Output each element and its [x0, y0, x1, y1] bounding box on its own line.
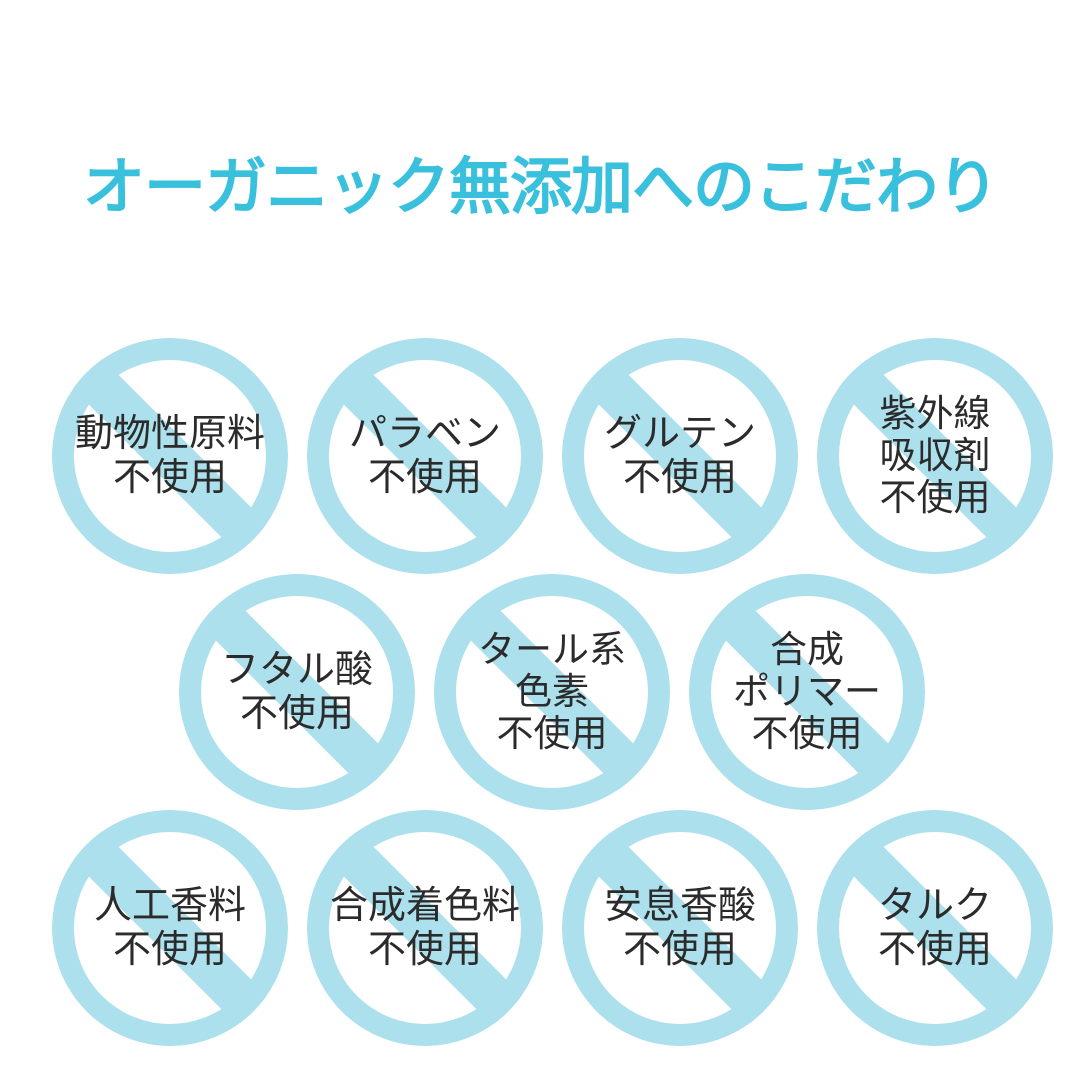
no-entry-icon — [562, 338, 798, 574]
badge-animal-ingredients: 動物性原料不使用 — [50, 336, 290, 576]
badge-label-line: タルク — [877, 884, 992, 927]
badge-label: フタル酸不使用 — [142, 572, 452, 812]
badge-talc: タルク不使用 — [815, 808, 1055, 1048]
badge-label: 合成ポリマー不使用 — [652, 572, 962, 812]
badge-gluten: グルテン不使用 — [560, 336, 800, 576]
badge-label-line: 不使用 — [367, 929, 482, 971]
badge-label: タール系色素不使用 — [397, 572, 707, 812]
badge-label-line: 合成着色料 — [329, 884, 520, 927]
badge-artificial-fragrance: 人工香料不使用 — [50, 808, 290, 1048]
no-entry-icon — [562, 810, 798, 1046]
badge-label-line: 合成 — [770, 628, 844, 670]
badge-label-line: ポリマー — [733, 670, 881, 712]
badge-label-line: 不使用 — [622, 457, 737, 499]
badge-label-line: 不使用 — [112, 929, 227, 971]
no-entry-icon — [52, 810, 288, 1046]
badge-label-line: 不使用 — [496, 713, 608, 755]
badge-label-line: 色素 — [515, 670, 589, 712]
badge-paraben: パラベン不使用 — [305, 336, 545, 576]
badge-phthalate: フタル酸不使用 — [177, 572, 417, 812]
badge-label-line: 吸収剤 — [879, 434, 991, 476]
badge-label-line: グルテン — [603, 412, 756, 455]
badge-label-line: 不使用 — [879, 477, 991, 519]
no-entry-icon — [307, 338, 543, 574]
badge-label: 紫外線吸収剤不使用 — [780, 336, 1081, 576]
no-entry-icon — [689, 574, 925, 810]
badge-label-line: フタル酸 — [220, 648, 373, 691]
badge-label-line: 動物性原料 — [74, 412, 265, 455]
badge-label: 安息香酸不使用 — [525, 808, 835, 1048]
badge-label-line: 不使用 — [112, 457, 227, 499]
badge-synthetic-polymer: 合成ポリマー不使用 — [687, 572, 927, 812]
badge-label-line: パラベン — [348, 412, 501, 455]
no-entry-icon — [817, 810, 1053, 1046]
badge-label: 動物性原料不使用 — [15, 336, 325, 576]
badge-label: タルク不使用 — [780, 808, 1081, 1048]
badge-tar-dye: タール系色素不使用 — [432, 572, 672, 812]
badge-label-line: 不使用 — [367, 457, 482, 499]
badge-label: 合成着色料不使用 — [270, 808, 580, 1048]
no-entry-icon — [817, 338, 1053, 574]
page-title: オーガニック無添加へのこだわり — [82, 152, 999, 222]
no-entry-icon — [52, 338, 288, 574]
badge-label-line: 紫外線 — [879, 392, 991, 434]
no-entry-icon — [179, 574, 415, 810]
badge-label-line: 不使用 — [877, 929, 992, 971]
badge-label-line: 不使用 — [239, 693, 354, 735]
badge-label-line: 安息香酸 — [603, 884, 756, 927]
badge-label-line: 人工香料 — [93, 884, 246, 927]
badge-label: パラベン不使用 — [270, 336, 580, 576]
badge-benzoic-acid: 安息香酸不使用 — [560, 808, 800, 1048]
badge-label: グルテン不使用 — [525, 336, 835, 576]
badge-label-line: 不使用 — [622, 929, 737, 971]
badge-label: 人工香料不使用 — [15, 808, 325, 1048]
badge-label-line: 不使用 — [751, 713, 863, 755]
no-entry-icon — [434, 574, 670, 810]
badge-label-line: タール系 — [478, 628, 626, 670]
badge-uv-absorber: 紫外線吸収剤不使用 — [815, 336, 1055, 576]
badge-synthetic-colorant: 合成着色料不使用 — [305, 808, 545, 1048]
no-entry-icon — [307, 810, 543, 1046]
